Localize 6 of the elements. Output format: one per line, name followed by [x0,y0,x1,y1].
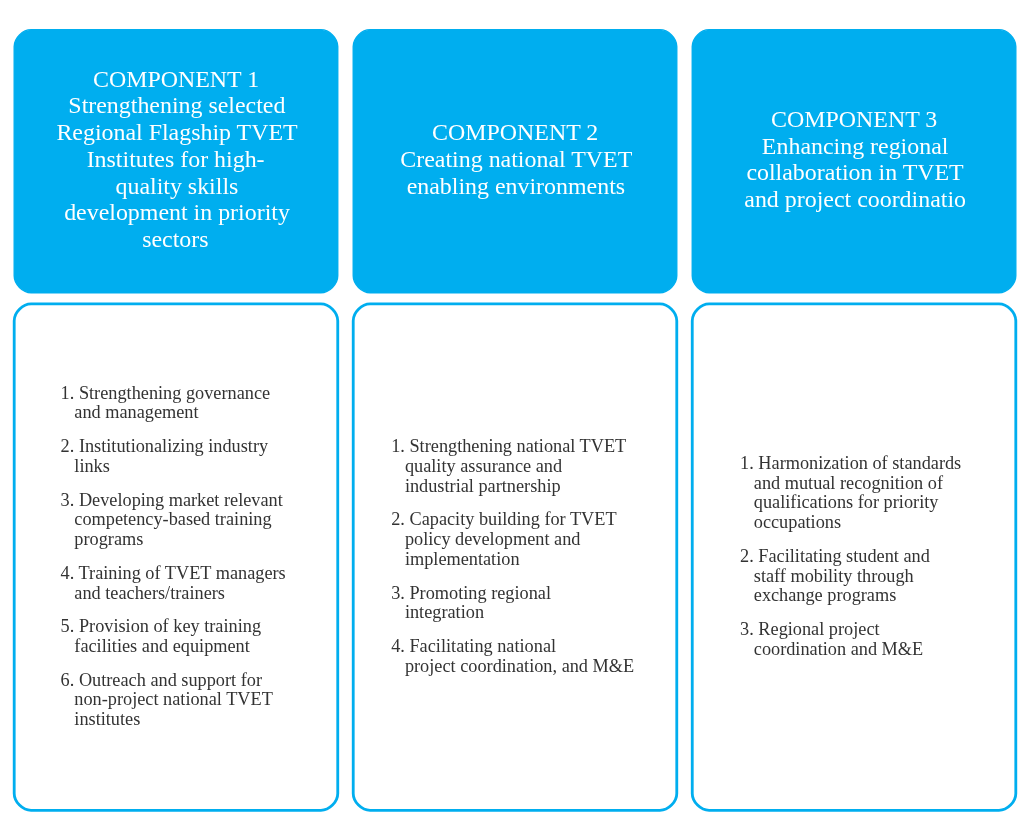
node-box: 1. Harmonization of standards and mutual recognition of qualifications for priority occupations 2. Facilitating student and staff mobility through exchange programs 3. Regional project coordination and M&E [690,302,1018,812]
node-box: COMPONENT 1 Strengthening selected Regional Flagship TVET Institutes for high- quality skills development in priority sectors [13,28,339,293]
node-box: COMPONENT 3 Enhancing regional collaboration in TVET and project coordinatio [691,28,1017,293]
node-box: 1. Strengthening national TVET quality assurance and industrial partnership 2. Capacity building for TVET policy development and implementation 3. Promoting regional integration 4. Facilitating national project coordination, and M&E [351,302,679,812]
node-box: COMPONENT 2 Creating national TVET enabling environments [352,28,678,293]
node-box: 1. Strengthening governance and management 2. Institutionalizing industry links 3. Developing market relevant competency-based training programs 4. Training of TVET managers and teachers/trainers 5. Provision of key training facilities and equipment 6. Outreach and support for non-project national TVET institutes [12,302,340,812]
